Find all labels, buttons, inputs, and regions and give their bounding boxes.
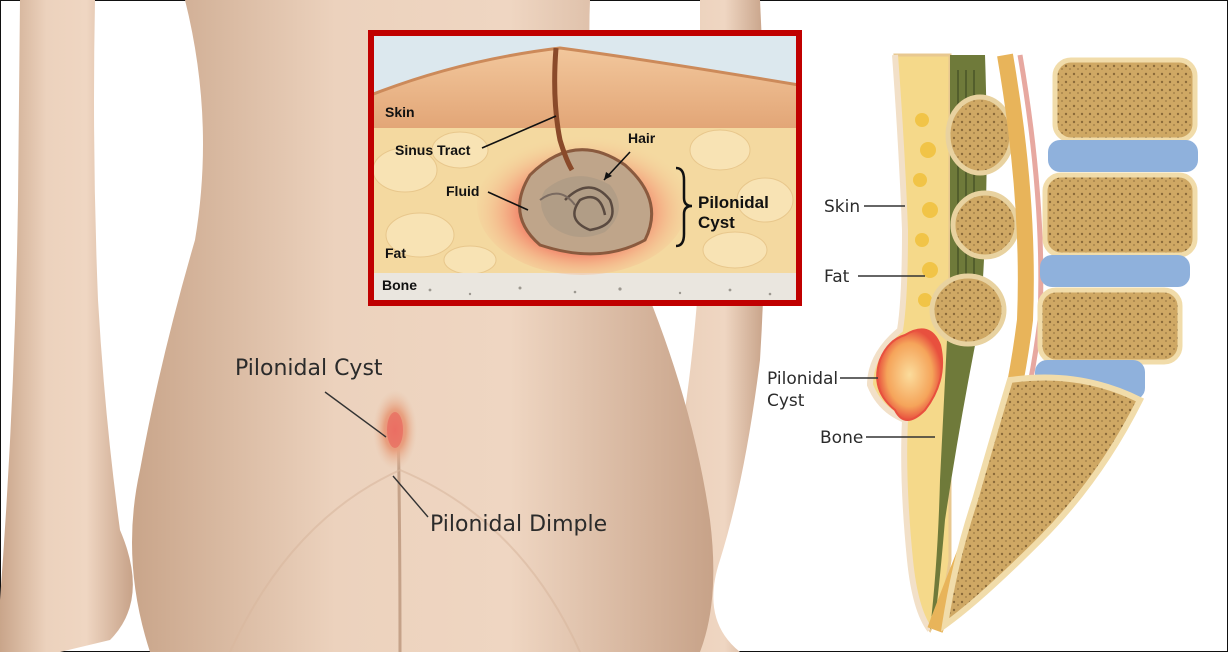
sagittal-cross-section bbox=[870, 55, 1198, 630]
inset-label-fluid: Fluid bbox=[446, 183, 479, 199]
rc-label-skin: Skin bbox=[824, 197, 860, 217]
inset-label-fat: Fat bbox=[385, 245, 406, 261]
rc-label-fat: Fat bbox=[824, 267, 850, 287]
inset-label-cyst-line1: Pilonidal bbox=[698, 193, 769, 212]
inset-label-sinus-tract: Sinus Tract bbox=[395, 142, 471, 158]
inset-label-hair: Hair bbox=[628, 130, 656, 146]
rc-label-bone: Bone bbox=[820, 428, 863, 448]
inset-label-bone: Bone bbox=[382, 277, 417, 293]
rc-label-cyst-line1: Pilonidal bbox=[767, 369, 838, 389]
inset-cross-section bbox=[371, 33, 799, 303]
rc-label-cyst-line2: Cyst bbox=[767, 391, 805, 411]
back-label-dimple: Pilonidal Dimple bbox=[430, 512, 607, 537]
inset-label-skin: Skin bbox=[385, 104, 415, 120]
back-label-cyst: Pilonidal Cyst bbox=[235, 356, 383, 381]
inset-label-cyst-line2: Cyst bbox=[698, 213, 735, 232]
